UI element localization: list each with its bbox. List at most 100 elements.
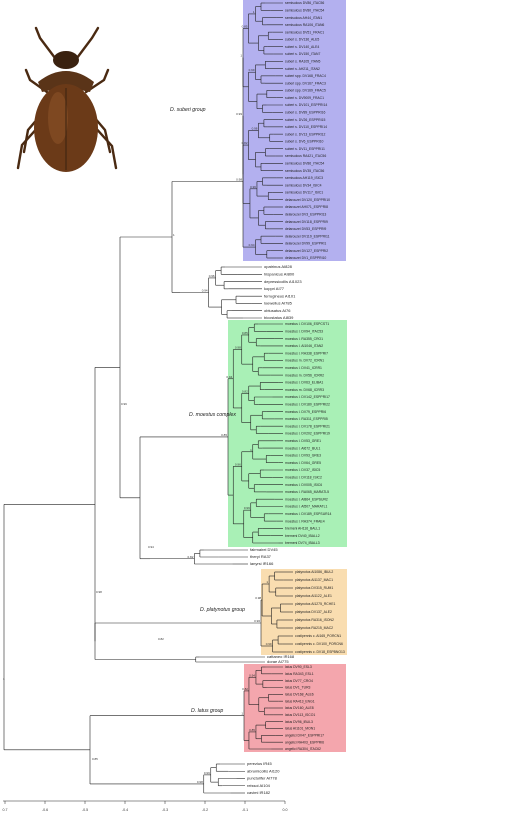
tip-label: suberi s. DV101_ESPPRI14 — [285, 103, 327, 107]
tip-label: delarouzei DV99_ESPPRI1 — [285, 242, 326, 246]
tip-label: moestus l. RA374_FRAE4 — [285, 519, 325, 523]
support-value: 0.98 — [255, 596, 261, 600]
tip-label: perezius IR45 — [247, 761, 272, 766]
support-value: 0.99 — [249, 68, 255, 72]
tip-label: obtusatus AI76 — [264, 308, 291, 313]
support-value: 0.98 — [252, 127, 258, 131]
support-value: 0.99 — [121, 402, 127, 406]
tip-label: suberi s. DV26_ESPPRI15 — [285, 118, 325, 122]
tip-label: platynotus AI1275_RCHE1 — [295, 602, 335, 606]
tip-label: latus DV160_ALE8 — [285, 706, 314, 710]
support-value: 0.85 — [242, 25, 248, 29]
tip-label: semisulcus DV35_ITAC56 — [285, 169, 324, 173]
support-value: 0.98 — [235, 346, 241, 350]
tip-label: abrumicollis AI120 — [247, 768, 280, 773]
tip-label: moestus l. DV178_ESPPRI21 — [285, 424, 330, 428]
tip-label: lanyrsi IR166 — [250, 561, 274, 566]
axis-tick-label: -0.5 — [82, 808, 88, 812]
tip-label: semisulcus DV51_FRAC1 — [285, 30, 324, 34]
tip-label: delarouzei DV1_ESPPRI10 — [285, 256, 326, 260]
tip-label: platynotus AI1122_ALE1 — [295, 594, 332, 598]
tip-label: latus DV77_CRO4 — [285, 679, 313, 683]
tip-label: semisulcus DV117_ISIC1 — [285, 191, 323, 195]
support-value: 0.98 — [236, 178, 242, 182]
tip-label: moestus l. DV189_ESPSUR14 — [285, 512, 331, 516]
tip-label: loewellus AI785 — [264, 301, 293, 306]
tip-label: moestus l. AI507_MARATL1 — [285, 505, 327, 509]
support-value: 0.85 — [92, 757, 98, 761]
tip-label: semisulcus DV80_ITAC54 — [285, 8, 324, 12]
support-value: 0.85 — [242, 331, 248, 335]
tip-label: moestus l. DV202_ESPPRI19 — [285, 432, 330, 436]
tip-label: latus DV90_ESL3 — [285, 665, 312, 669]
tip-label: suberi s. AH211_ITAN2 — [285, 67, 320, 71]
tip-label: moestus l. DV93_GRE3 — [285, 454, 321, 458]
tip-label: platynotus RA316_ISON2 — [295, 618, 334, 622]
support-value: 0.85 — [249, 728, 255, 732]
tip-label: fairmairei DV45 — [250, 547, 278, 552]
tip-label: punctulifer AI778 — [247, 776, 278, 781]
tip-label: platynotus DV137_ALE2 — [295, 610, 332, 614]
tip-label: moestus l. RA311_ESPPRI5 — [285, 417, 328, 421]
tip-label: costipennis c. AI165_PORCN1 — [295, 634, 341, 638]
support-value: 0.96 — [254, 619, 260, 623]
tip-label: suberi s. DV110_ESPPRI14 — [285, 125, 327, 129]
axis-tick-label: -0.3 — [162, 808, 168, 812]
tip-label: latus DV168_ALE6 — [285, 693, 314, 697]
tip-label: moestus l. DV53_GRE1 — [285, 439, 321, 443]
tip-label: latus AI1101_MON1 — [285, 727, 315, 731]
tip-label: delarouzei DV118_ESPPRI9 — [285, 220, 328, 224]
support-value: 0.82 — [188, 555, 194, 559]
tip-label: moestus l. DV79_ESPPRI6 — [285, 410, 326, 414]
support-value: 0.94 — [226, 375, 232, 379]
tip-label: delarouzei DV119_ESPPRI11 — [285, 234, 330, 238]
tip-label: cavimi IR182 — [247, 790, 271, 795]
support-value: 0.82 — [158, 637, 164, 641]
tip-label: moestus m. DV72_ICRN1 — [285, 359, 324, 363]
tip-label: suberi spp. DV169_FRAC5 — [285, 89, 326, 93]
tip-label: suberi s. DV150_ITAN7 — [285, 52, 320, 56]
tip-label: delarouzei DV3_ESPPRI13 — [285, 212, 326, 216]
tip-label: platynotus DV315_RUM1 — [295, 586, 333, 590]
support-value: 0.96 — [250, 185, 256, 189]
support-value: 0.96 — [209, 274, 215, 278]
beetle-photo — [18, 28, 116, 172]
tip-label: moestus l. DV180_ESPPRI22 — [285, 403, 330, 407]
support-value: 1 — [240, 54, 242, 58]
axis-tick-label: -0.4 — [122, 808, 128, 812]
tip-label: moestus l. AI864_ESPSUR2 — [285, 497, 328, 501]
tip-label: moestus l. DV005_ISIC6 — [285, 483, 322, 487]
tip-label: suberi s. DV9009_FRAC1 — [285, 96, 324, 100]
tip-label: bremeni AH116_BALL1 — [285, 527, 320, 531]
tip-label: suberi s. DV13_ESPPRI12 — [285, 132, 325, 136]
tip-label: angelici RA403_ESPPRI6 — [285, 740, 324, 744]
support-value: 0.96 — [235, 462, 241, 466]
support-value: 0.94 — [148, 545, 154, 549]
tip-label: opatrinus AI828 — [264, 264, 293, 269]
axis-tick-label: -0.6 — [42, 808, 48, 812]
tip-label: moestus l. DV37_ISIC5 — [285, 468, 320, 472]
tip-label: moestus l. DV118_ISIC2 — [285, 476, 322, 480]
group-label-mosesi: D. moestus complex — [189, 412, 236, 418]
tip-label: moestus l. DV63_ELIBA1 — [285, 381, 323, 385]
tip-label: moestus m. DV68_ICRR3 — [285, 388, 324, 392]
axis-tick-label: -0.1 — [242, 808, 248, 812]
tip-label: semisulcus RA106_ITAN6 — [285, 23, 324, 27]
tip-label: angelici DV47_ESPPRI17 — [285, 734, 324, 738]
tip-label: delarouzei DV127_ESPPRI2 — [285, 249, 328, 253]
tip-label: semisulcus DV34_ISIC4 — [285, 183, 322, 187]
tip-label: dorae AI775 — [267, 659, 289, 664]
tip-label: moestus l. RA065_MARATL5 — [285, 490, 329, 494]
support-value: 0.82 — [242, 687, 248, 691]
tip-label: moestus l. RA338_ESPPRI7 — [285, 351, 328, 355]
tip-label: semisulcus DV86_ITAC54 — [285, 161, 324, 165]
tip-label: bremeni DV74_IBALL3 — [285, 541, 320, 545]
tip-label: platynotus AI1086_IBUL2 — [295, 570, 333, 574]
tip-label: costipennis c. DV18_ESPBNO13 — [295, 650, 345, 654]
tip-label: suberi s. DV6_ESPPRI10 — [285, 140, 324, 144]
axis-tick-label: -0.2 — [202, 808, 208, 812]
group-label-suberi: D. suberi group — [170, 107, 206, 113]
tip-label: latus DV96_IBUL3 — [285, 720, 313, 724]
tip-label: semisulcus RA421_ITAC56 — [285, 154, 326, 158]
